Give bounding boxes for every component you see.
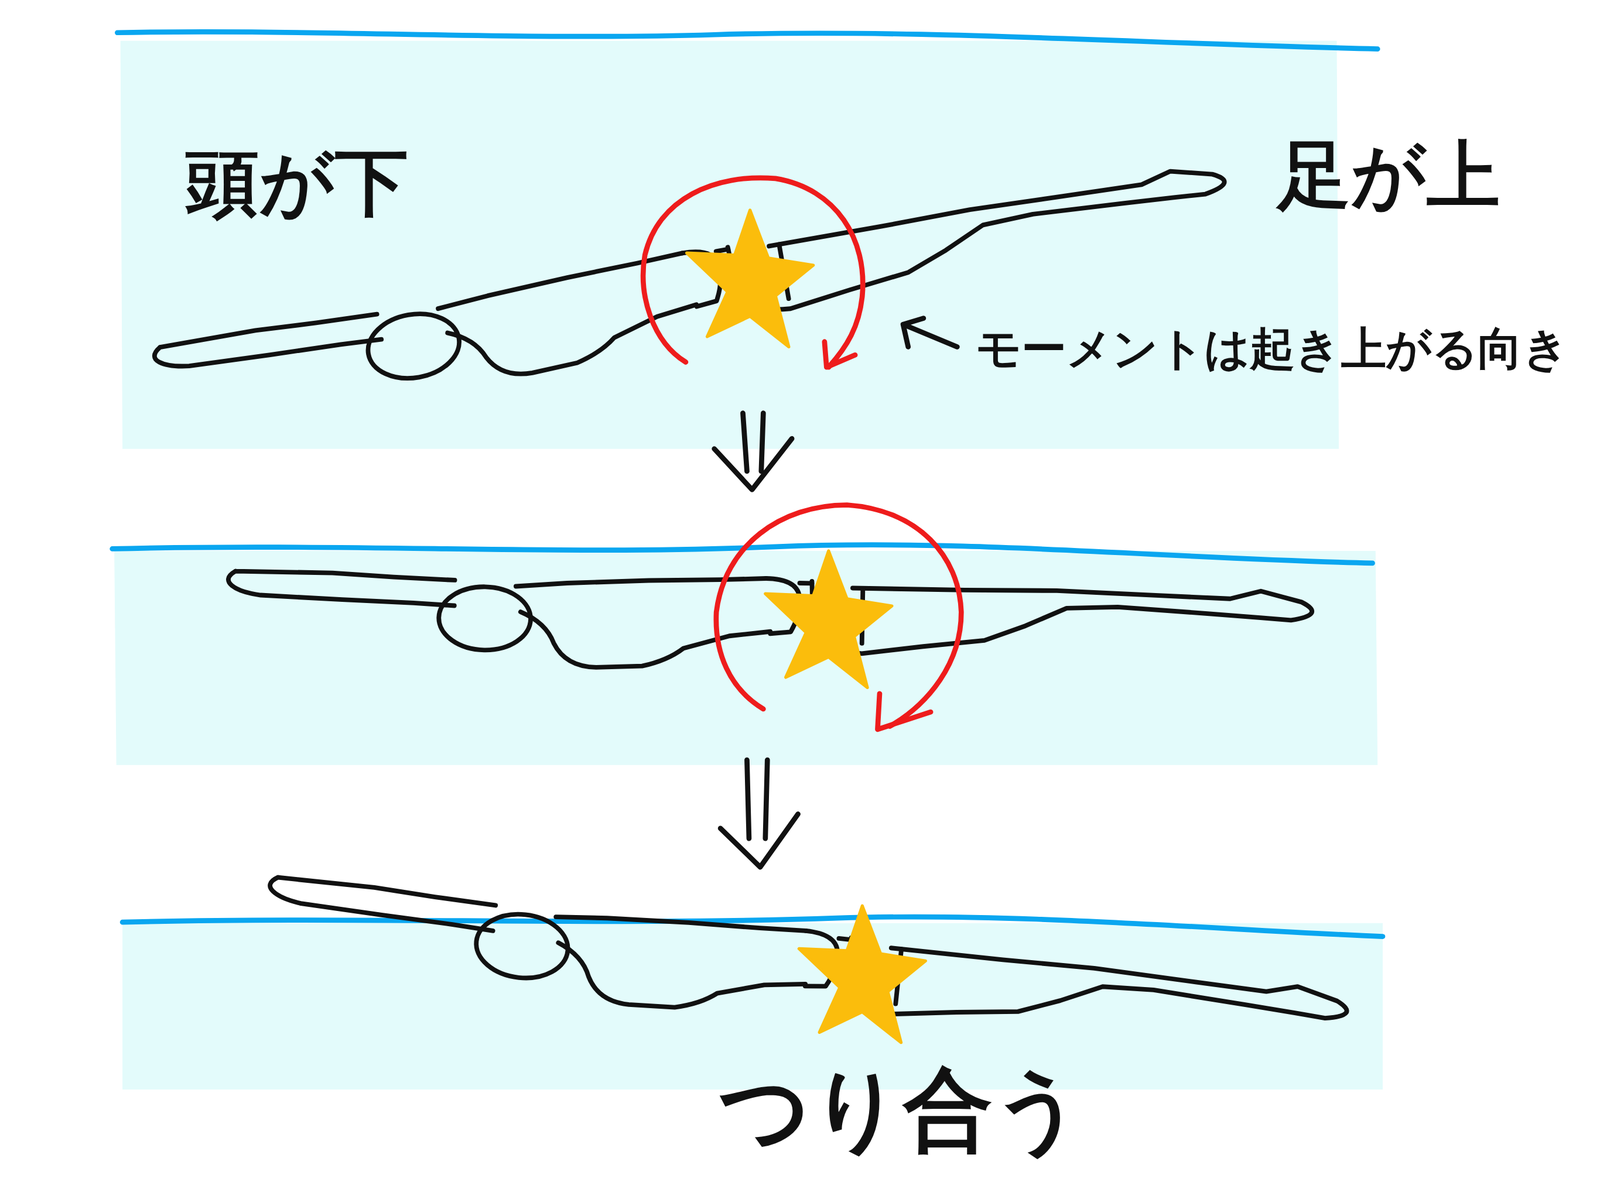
arrow-head: [877, 693, 931, 730]
arrow-head: [824, 342, 856, 368]
swimmer-figure: [261, 874, 1350, 1080]
annotation-label: 頭が下: [185, 142, 409, 224]
moment-arrow: [716, 504, 962, 727]
swimmer-figure: [227, 569, 1313, 680]
step-arrow: [720, 760, 798, 868]
step-arrow: [714, 413, 792, 491]
water-band: [114, 551, 1378, 766]
center-star: [765, 551, 892, 688]
water-surface: [117, 31, 1378, 49]
annotation-label: 足が上: [1277, 134, 1500, 216]
annotation-label: つり合う: [719, 1061, 1085, 1161]
annotation-label: モーメントは起き上がる向き: [975, 324, 1569, 374]
center-star: [686, 210, 814, 347]
moment-arrow: [643, 178, 863, 368]
leader-arrow: [903, 318, 957, 348]
center-star: [798, 906, 926, 1043]
water-band: [120, 40, 1339, 450]
